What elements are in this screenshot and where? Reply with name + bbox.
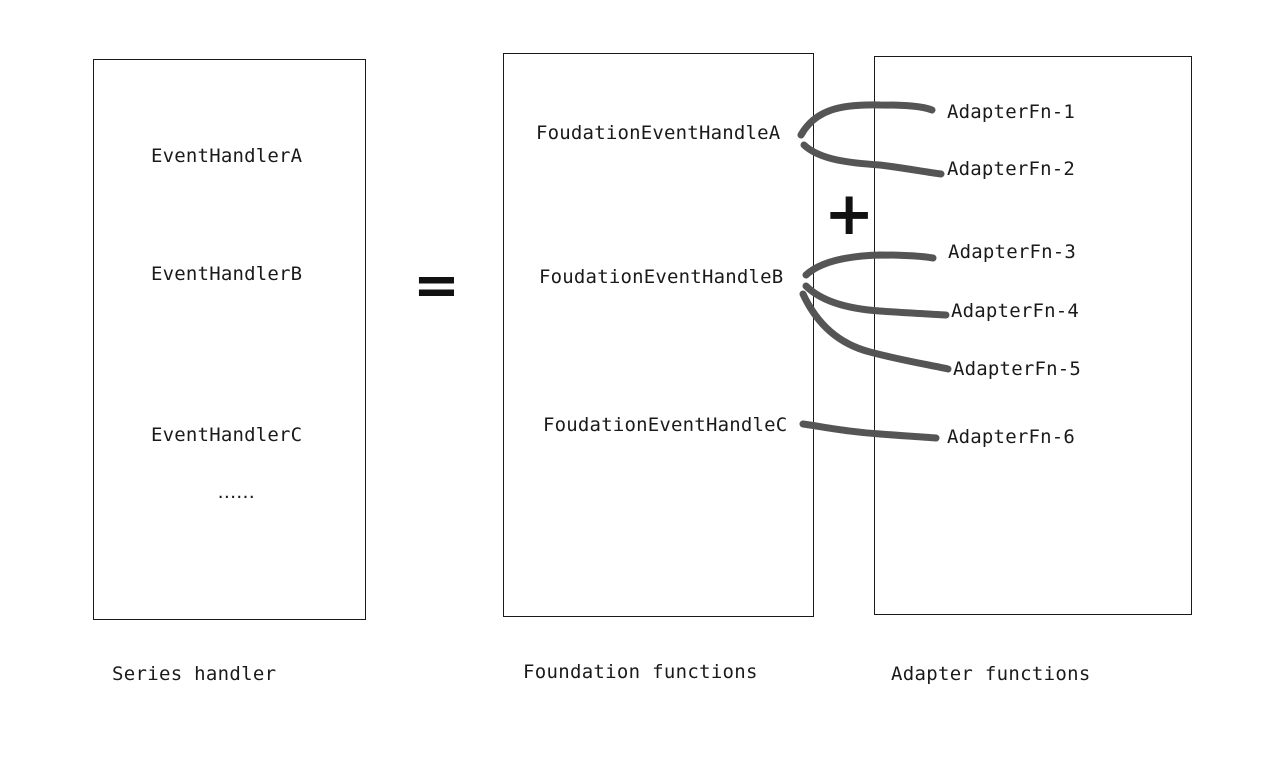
- series-handler-item-a: EventHandlerA: [151, 145, 303, 167]
- connector-c-6: [799, 420, 940, 442]
- connector-a-2: [800, 141, 945, 178]
- adapter-item-6: AdapterFn-6: [947, 426, 1076, 448]
- series-handler-caption: Series handler: [112, 663, 277, 685]
- equals-sign: =: [413, 253, 460, 318]
- adapter-item-2: AdapterFn-2: [947, 158, 1076, 180]
- adapter-item-4: AdapterFn-4: [951, 300, 1080, 322]
- adapter-functions-box: [874, 56, 1192, 615]
- adapter-item-1: AdapterFn-1: [947, 101, 1076, 123]
- connector-b-5: [799, 290, 952, 373]
- adapter-item-5: AdapterFn-5: [953, 358, 1082, 380]
- adapter-functions-caption: Adapter functions: [891, 663, 1091, 685]
- series-handler-item-b: EventHandlerB: [151, 263, 303, 285]
- foundation-functions-caption: Foundation functions: [523, 661, 758, 683]
- series-handler-box: [93, 59, 366, 620]
- connector-a-1: [797, 101, 936, 139]
- connector-b-4: [802, 282, 950, 319]
- series-handler-item-c: EventHandlerC: [151, 424, 303, 446]
- foundation-item-b: FoudationEventHandleB: [539, 266, 784, 288]
- plus-sign: +: [824, 179, 875, 249]
- connector-b-3: [802, 251, 937, 279]
- foundation-item-c: FoudationEventHandleC: [543, 414, 788, 436]
- foundation-item-a: FoudationEventHandleA: [536, 122, 781, 144]
- foundation-functions-box: [503, 53, 814, 617]
- adapter-item-3: AdapterFn-3: [948, 241, 1077, 263]
- series-handler-ellipsis: ......: [217, 487, 255, 501]
